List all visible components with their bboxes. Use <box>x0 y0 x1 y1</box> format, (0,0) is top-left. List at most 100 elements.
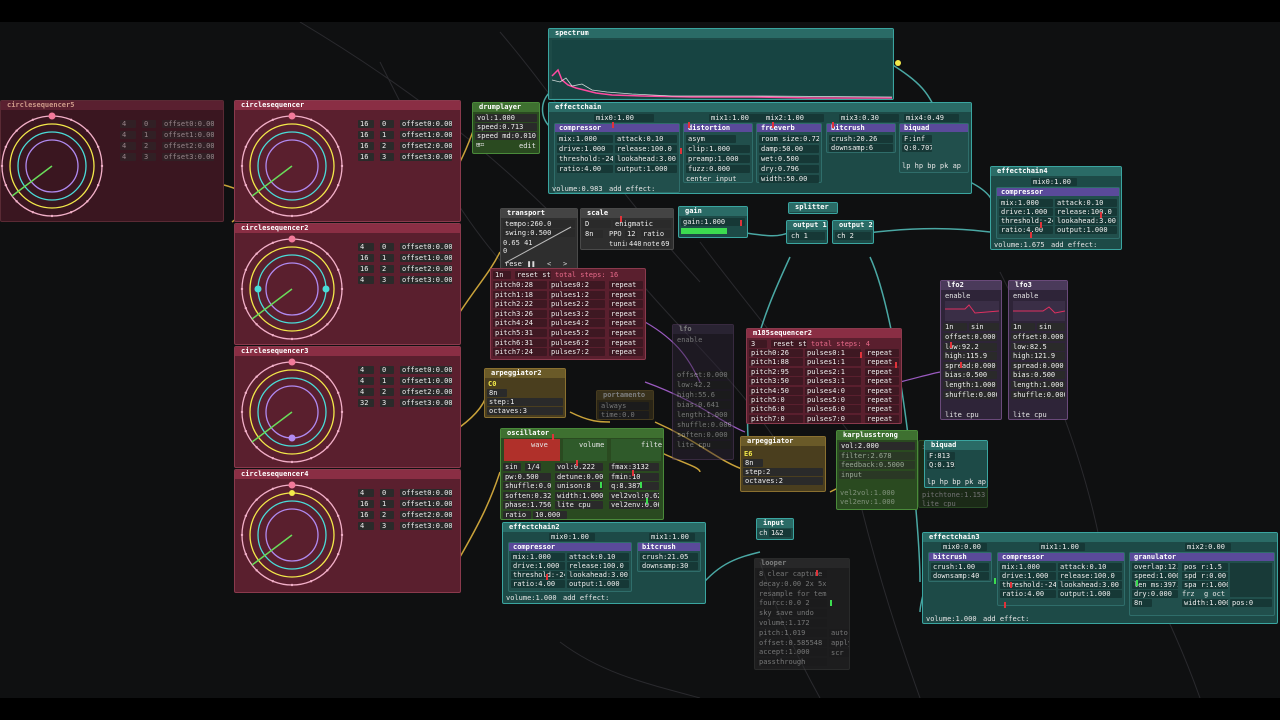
ring-size-select[interactable]: 4 <box>358 276 374 284</box>
downsamp-slider[interactable]: downsamp:40 <box>931 572 989 580</box>
offset-slider[interactable]: offset1:0.00 <box>400 254 452 262</box>
bitcrush-effect[interactable]: bitcrush crush:1.00 downsamp:40 <box>928 552 992 582</box>
output-slider[interactable]: output:1.000 <box>615 165 677 173</box>
crush-slider[interactable]: crush:1.00 <box>931 563 989 571</box>
ring-index-select[interactable]: 2 <box>380 265 394 273</box>
asym-select[interactable]: asym <box>686 135 736 143</box>
ring-size-select[interactable]: 16 <box>358 254 374 262</box>
enable-checkbox[interactable]: enable <box>1013 292 1039 300</box>
looper-param[interactable]: passthrough <box>757 658 827 667</box>
lfo-param[interactable]: bias:0.500 <box>1011 371 1065 380</box>
looper-param[interactable]: decay:0.00 2x 5x <box>757 579 827 588</box>
module-title[interactable]: effectchain2 <box>503 523 705 532</box>
ring-index-select[interactable]: 2 <box>380 511 394 519</box>
reset-step-button[interactable]: reset step <box>515 271 551 279</box>
lfo-param[interactable]: bias:0.500 <box>943 371 997 380</box>
ratio-select[interactable]: ratio <box>641 230 671 238</box>
lite-cpu-checkbox[interactable]: lite cpu <box>555 501 603 509</box>
compressor-effect[interactable]: compressor mix:1.000 drive:1.000 thresho… <box>997 552 1125 606</box>
pitch-slider[interactable]: pitch5:0 <box>749 396 803 404</box>
add-effect-select[interactable]: add effect: <box>563 594 610 602</box>
pulses-slider[interactable]: pulses7:0 <box>805 414 861 423</box>
pulses-slider[interactable]: pulses2:1 <box>805 367 861 376</box>
next-icon[interactable]: > <box>563 260 568 268</box>
filter-mode-selector[interactable]: lp hp bp pk ap <box>927 478 987 486</box>
octaves-slider[interactable]: octaves:3 <box>487 407 563 415</box>
ratio-select[interactable]: ratio <box>503 510 531 519</box>
offset-slider[interactable]: offset2:0.00 <box>400 265 452 273</box>
circle-sequencer-rings[interactable] <box>236 479 356 591</box>
lookahead-slider[interactable]: lookahead:3.00 <box>1055 217 1117 225</box>
spd-r-slider[interactable]: spd r:0.00 <box>1182 572 1228 580</box>
module-title[interactable]: circlesequencer2 <box>235 224 460 233</box>
biquad-module[interactable]: biquad F:813 Q:0.195 lp hp bp pk ap <box>924 440 988 488</box>
offset-slider[interactable]: offset2:0.00 <box>400 388 452 396</box>
length-select[interactable]: 3 <box>749 340 767 348</box>
pulses-slider[interactable]: pulses0:2 <box>549 281 605 289</box>
detune-slider[interactable]: detune:0.001 <box>555 472 603 481</box>
vel2env-slider[interactable]: vel2env:1.000 <box>840 498 895 506</box>
pitch-slider[interactable]: pitch3:26 <box>493 309 547 318</box>
looper-param[interactable]: resample for tempo <box>757 589 827 598</box>
damp-slider[interactable]: damp:50.00 <box>759 145 819 153</box>
note-field[interactable]: 69 <box>659 240 671 248</box>
ring-size-select[interactable]: 4 <box>358 377 374 385</box>
pulses-slider[interactable]: pulses4:0 <box>805 386 861 395</box>
ring-size-select[interactable]: 4 <box>120 142 136 150</box>
octaves-slider[interactable]: octaves:2 <box>743 477 823 485</box>
ring-size-select[interactable]: 4 <box>120 120 136 128</box>
wave-select[interactable]: sin <box>1037 323 1065 331</box>
repeat-select[interactable]: repeat <box>609 338 643 347</box>
edit-button[interactable]: edit <box>519 142 536 150</box>
module-title[interactable]: circlesequencer4 <box>235 470 460 479</box>
filter-envelope[interactable] <box>611 439 661 461</box>
output-slider[interactable]: output:1.000 <box>1055 226 1117 234</box>
pitch-slider[interactable]: pitch3:50 <box>749 377 803 386</box>
pulses-slider[interactable]: pulses3:1 <box>805 377 861 386</box>
wet-slider[interactable]: wet:0.500 <box>759 155 819 163</box>
offset-slider[interactable]: offset2:0.00 <box>400 511 452 519</box>
division-select[interactable]: 8n <box>743 459 763 467</box>
output-1-module[interactable]: output 1 ch 1 <box>786 220 828 244</box>
reset-step-button[interactable]: reset step <box>771 340 807 348</box>
module-title[interactable]: output 1 <box>787 221 827 230</box>
offset-slider[interactable]: offset3:0.00 <box>400 276 452 284</box>
repeat-select[interactable]: repeat <box>865 414 899 423</box>
module-title[interactable]: lfo3 <box>1009 281 1067 290</box>
ring-index-select[interactable]: 3 <box>380 153 394 161</box>
mix-slider[interactable]: mix:1.000 <box>557 135 613 143</box>
mix0-slider[interactable]: mix0:1.00 <box>1031 178 1077 186</box>
ring-size-select[interactable]: 4 <box>358 489 374 497</box>
ring-index-select[interactable]: 3 <box>380 399 394 407</box>
release-slider[interactable]: release:100.0 <box>1055 208 1117 216</box>
module-title[interactable]: splitter <box>789 203 837 212</box>
center-input-checkbox[interactable]: center input <box>686 175 737 183</box>
ring-size-select[interactable]: 32 <box>358 399 374 407</box>
drive-slider[interactable]: drive:1.000 <box>1000 572 1056 580</box>
octave-select[interactable]: 8n <box>583 230 603 238</box>
effectchain-module[interactable]: effectchain mix0:1.00 mix1:1.00 mix2:1.0… <box>548 102 972 194</box>
lfo-param[interactable]: high:115.9 <box>943 352 997 361</box>
lookahead-slider[interactable]: lookahead:3.00 <box>1058 581 1122 589</box>
q-slider[interactable]: Q:0.707 <box>902 144 932 152</box>
pulses-slider[interactable]: pulses2:2 <box>549 300 605 309</box>
ring-size-select[interactable]: 16 <box>358 500 374 508</box>
freeverb-effect[interactable]: freeverb room size:0.726 damp:50.00 wet:… <box>756 123 822 183</box>
threshold-slider[interactable]: threshold:-24.00 <box>999 217 1053 225</box>
repeat-select[interactable]: repeat <box>609 319 643 328</box>
offset-slider[interactable]: offset2:0.00 <box>162 142 214 150</box>
repeat-select[interactable]: repeat <box>865 367 899 376</box>
module-title[interactable]: arpeggiator2 <box>485 369 565 378</box>
downsamp-slider[interactable]: downsamp:30 <box>640 562 698 570</box>
ratio-slider[interactable]: ratio:4.00 <box>557 165 613 173</box>
repeat-select[interactable]: repeat <box>609 329 643 337</box>
karplus-param[interactable]: filter:2.678 <box>839 451 915 460</box>
repeat-select[interactable]: repeat <box>865 377 899 386</box>
mix1-slider[interactable]: mix1:1.00 <box>1039 543 1085 551</box>
ppo-field[interactable]: 12 <box>625 230 637 238</box>
ring-index-select[interactable]: 1 <box>380 377 394 385</box>
lfo-param[interactable]: length:1.000 <box>675 411 731 419</box>
mix1-slider[interactable]: mix1:1.00 <box>709 114 769 122</box>
vel2vol-slider[interactable]: vel2vol:1.000 <box>840 489 895 497</box>
